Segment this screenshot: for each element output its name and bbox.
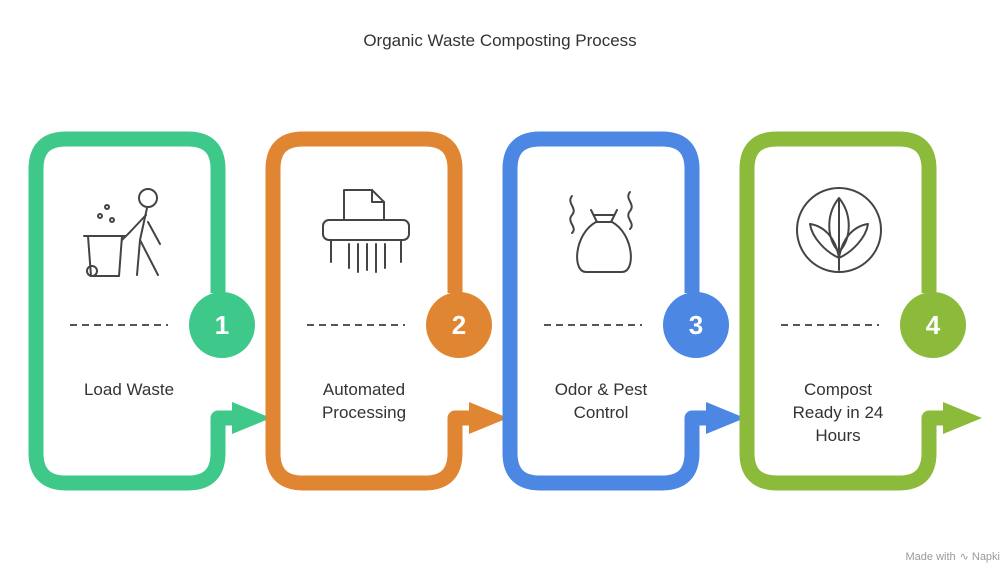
step-3-arrow [706, 402, 745, 434]
step-3-badge [663, 292, 729, 358]
step-4-arrow [943, 402, 982, 434]
watermark-brand: Napki [971, 551, 1000, 563]
step-4-label: Compost Ready in 24 Hours [792, 380, 884, 445]
step-2-label: Automated Processing [321, 380, 407, 422]
step-2-arrow [469, 402, 508, 434]
step-1-outline [28, 131, 237, 491]
step-3-number: 3 [688, 310, 704, 340]
person-trash-bin-icon [83, 188, 161, 277]
step-2-card [265, 131, 508, 491]
sprout-leaf-icon [796, 187, 882, 273]
step-1-card [28, 131, 271, 491]
step-1-number: 1 [214, 310, 230, 340]
step-1-badge [189, 292, 255, 358]
shredder-icon [322, 189, 410, 273]
step-4-badge [900, 292, 966, 358]
step-2-number: 2 [451, 310, 467, 340]
smelly-bag-icon [569, 191, 633, 273]
step-2-outline [265, 131, 474, 491]
step-4-number: 4 [925, 310, 941, 340]
step-3-card [502, 131, 745, 491]
step-4-card [739, 131, 982, 491]
step-1-arrow [232, 402, 271, 434]
watermark: Made with∿Napki [906, 550, 1000, 563]
step-3-outline [502, 131, 711, 491]
step-4-outline [739, 131, 948, 491]
step-2-badge [426, 292, 492, 358]
watermark-prefix: Made with [905, 551, 956, 563]
page-title: Organic Waste Composting Process [363, 31, 637, 50]
napkin-bolt-icon: ∿ [959, 551, 969, 563]
step-1-label: Load Waste [83, 380, 175, 399]
step-3-label: Odor & Pest Control [554, 380, 648, 422]
